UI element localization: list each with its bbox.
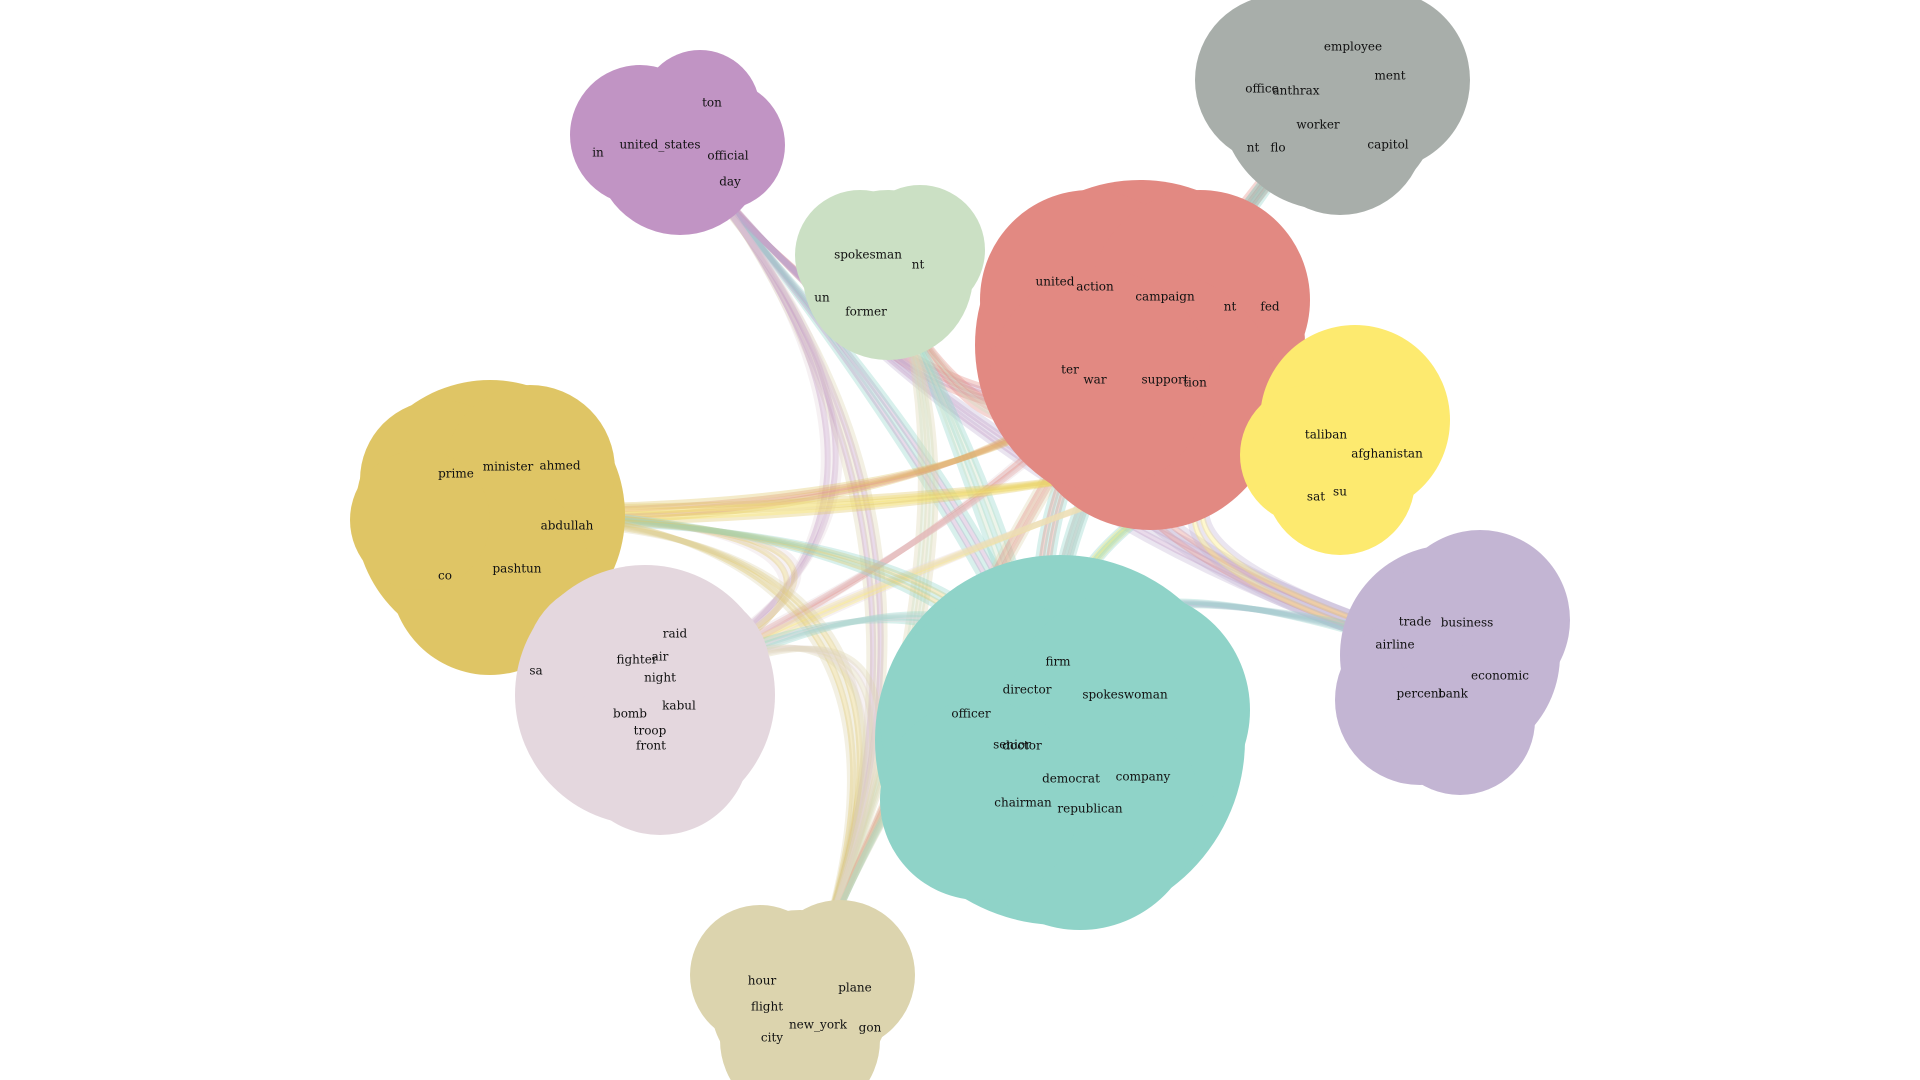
word-label: capitol — [1367, 138, 1408, 152]
word-label: company — [1116, 770, 1171, 784]
word-label: bomb — [613, 707, 647, 721]
word-label: co — [438, 569, 452, 583]
word-label: ahmed — [539, 459, 580, 473]
cluster-attack — [515, 565, 775, 835]
word-label: firm — [1045, 655, 1071, 669]
cluster-us-blob — [640, 50, 760, 170]
word-label: gon — [859, 1021, 882, 1035]
cluster-war-blob — [990, 270, 1210, 490]
word-label: su — [1333, 485, 1347, 499]
word-label: nt — [1224, 300, 1237, 314]
edge-us-travel — [677, 148, 880, 1002]
word-label: front — [636, 739, 666, 753]
word-label: action — [1076, 280, 1114, 294]
word-label: chairman — [994, 796, 1052, 810]
word-label: fed — [1260, 300, 1280, 314]
word-label: sat — [1307, 490, 1325, 504]
word-label: taliban — [1305, 428, 1347, 442]
word-label: city — [761, 1031, 783, 1045]
word-label: ment — [1374, 69, 1405, 83]
cluster-media — [795, 185, 985, 360]
word-label: air — [652, 650, 669, 664]
word-label: prime — [438, 467, 474, 481]
cluster-us — [570, 50, 785, 235]
word-label: kabul — [662, 699, 696, 713]
word-label: nt — [1247, 141, 1260, 155]
word-label: doctor — [1002, 739, 1042, 753]
word-label: ter — [1061, 363, 1079, 377]
cluster-taliban-blob — [1265, 405, 1415, 555]
word-label: officer — [951, 707, 990, 721]
cluster-media-blob — [855, 185, 985, 315]
word-label: day — [719, 175, 741, 189]
word-label: sa — [529, 664, 542, 678]
cluster-politics — [875, 555, 1250, 930]
cluster-labels: united_states official ton day in spokesman nt… — [438, 40, 1529, 1045]
word-label: war — [1083, 373, 1106, 387]
word-label: raid — [663, 627, 688, 641]
word-label: in — [592, 146, 604, 160]
word-label: bank — [1438, 687, 1469, 701]
word-label: united — [1036, 275, 1075, 289]
cluster-economy-blob — [1385, 645, 1535, 795]
word-label: tion — [1183, 376, 1207, 390]
edge-us-travel — [677, 144, 877, 1006]
word-label: ton — [702, 96, 722, 110]
word-label: anthrax — [1272, 84, 1319, 98]
word-label: flight — [751, 1000, 783, 1014]
edge-us-travel — [677, 140, 873, 1010]
word-label: pashtun — [492, 562, 541, 576]
word-label: republican — [1057, 802, 1122, 816]
edge-alliance-travel — [489, 519, 866, 994]
word-label: united_states — [619, 138, 700, 152]
edge-us-economy — [677, 140, 1451, 666]
word-label: abdullah — [541, 519, 594, 533]
word-label: director — [1003, 683, 1052, 697]
word-label: new_york — [789, 1018, 848, 1032]
word-label: hour — [748, 974, 777, 988]
cluster-travel-blob — [720, 960, 880, 1080]
word-label: economic — [1471, 669, 1529, 683]
edge-us-travel — [677, 155, 888, 994]
cluster-alliance-blob — [350, 450, 490, 590]
cluster-economy — [1335, 530, 1570, 795]
word-label: percent — [1397, 687, 1444, 701]
word-label: spokesman — [834, 248, 902, 262]
word-label: minister — [483, 460, 534, 474]
word-label: support — [1141, 373, 1188, 387]
cluster-attack-blob — [570, 655, 750, 835]
word-label: worker — [1296, 118, 1340, 132]
cluster-anthrax-blob — [1255, 45, 1425, 215]
word-label: democrat — [1042, 772, 1100, 786]
word-label: troop — [634, 724, 667, 738]
edge-us-travel — [677, 151, 884, 998]
word-label: former — [845, 305, 887, 319]
word-label: employee — [1324, 40, 1382, 54]
word-label: official — [707, 149, 748, 163]
word-label: office — [1245, 82, 1278, 96]
word-label: business — [1441, 616, 1494, 630]
cluster-anthrax — [1195, 0, 1470, 215]
word-label: flo — [1270, 141, 1285, 155]
word-label: airline — [1375, 638, 1414, 652]
word-label: trade — [1399, 615, 1432, 629]
word-label: senior — [993, 738, 1031, 752]
cluster-taliban — [1240, 325, 1450, 555]
cluster-war — [975, 180, 1310, 530]
word-label: fighter — [616, 653, 657, 667]
word-label: plane — [838, 981, 872, 995]
word-label: afghanistan — [1351, 447, 1423, 461]
word-label: campaign — [1135, 290, 1195, 304]
word-label: nt — [912, 258, 925, 272]
word-label: spokeswoman — [1082, 688, 1168, 702]
cluster-blobs — [350, 0, 1570, 1080]
word-label: un — [814, 291, 830, 305]
word-label: night — [644, 671, 676, 685]
cluster-politics-blob — [880, 700, 1080, 900]
cluster-travel — [690, 900, 915, 1080]
